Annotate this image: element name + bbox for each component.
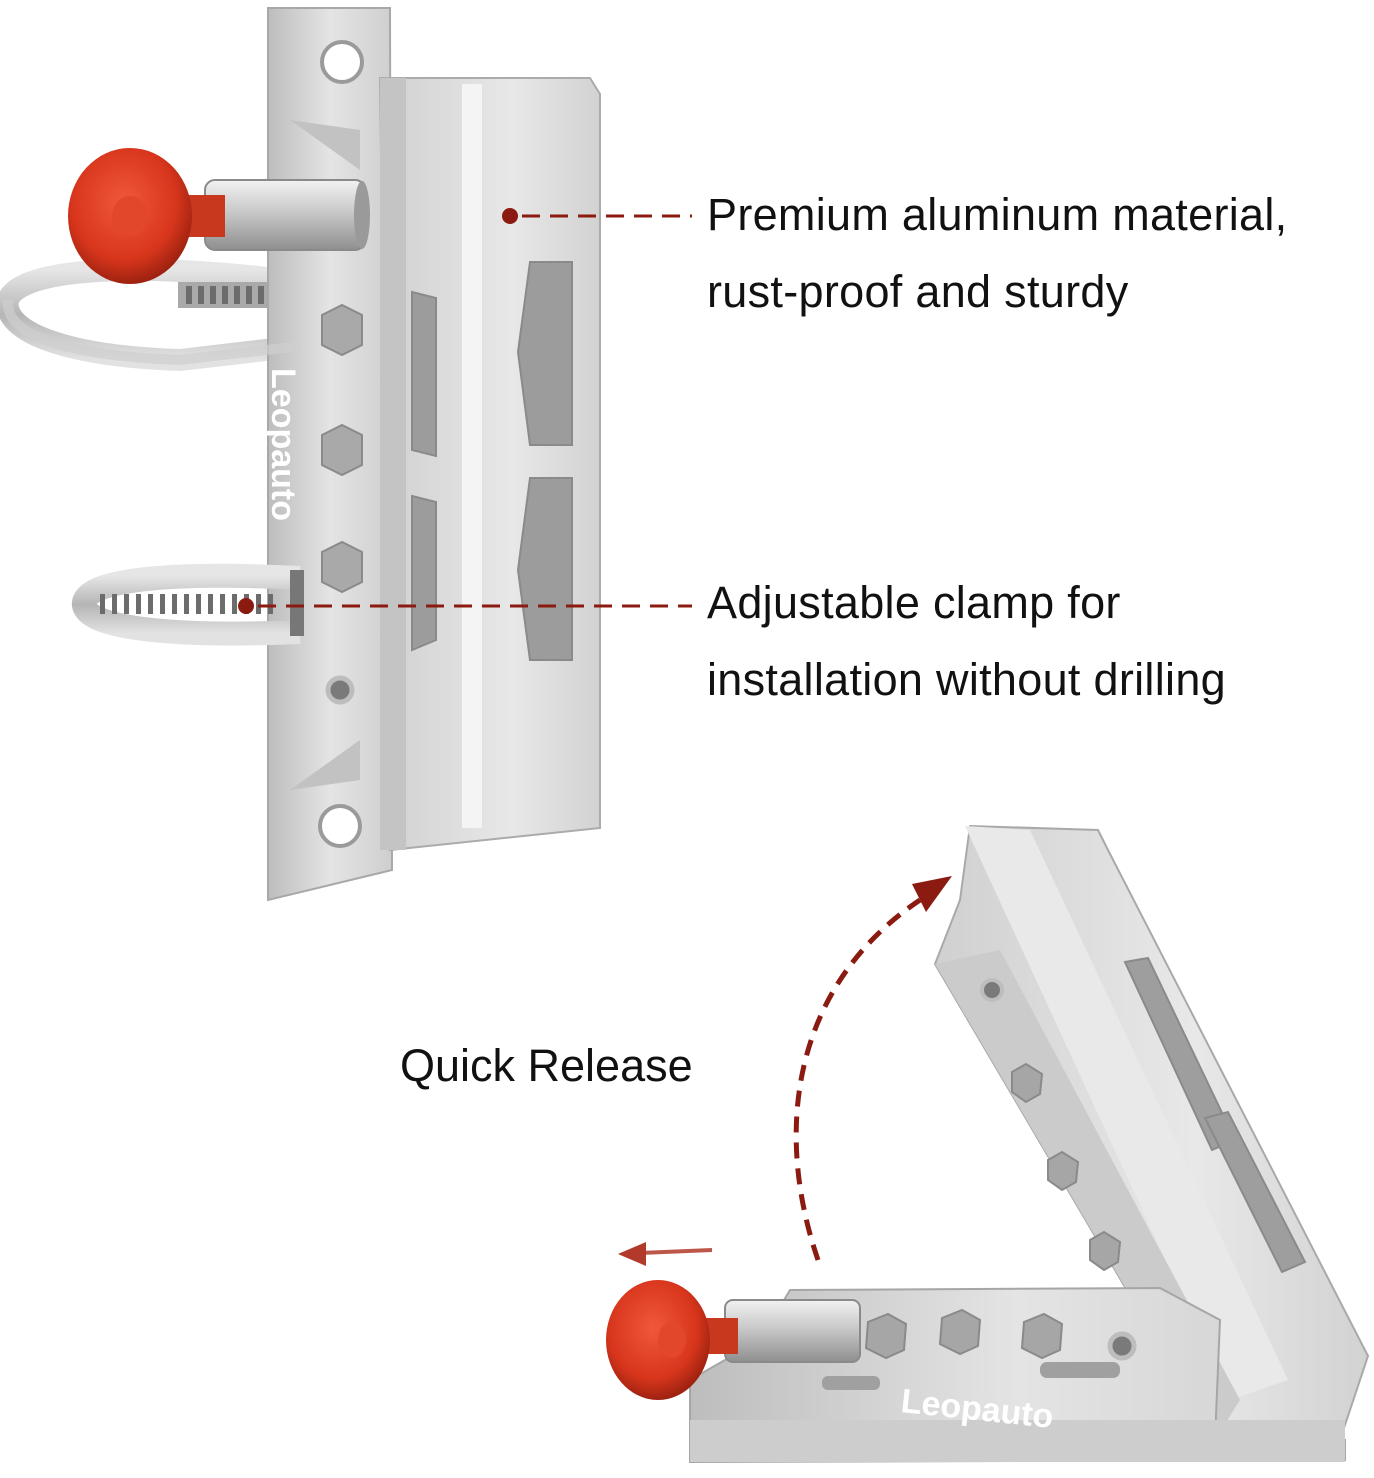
callout-clamp-line1: Adjustable clamp for [707,577,1121,628]
callout-material-line1: Premium aluminum material, [707,189,1288,240]
callout-material-line2: rust-proof and sturdy [707,266,1129,317]
callout-material: Premium aluminum material, rust-proof an… [707,176,1287,330]
upright-holder: Leopauto [0,7,601,902]
tilted-hex-holes [1011,1062,1122,1272]
hex-hole-column [321,303,363,594]
mounting-hole-top [320,40,364,84]
folded-holder: Leopauto [606,824,1370,1464]
lower-hose-clamp [72,563,304,646]
callout-clamp-line2: installation without drilling [707,654,1226,705]
base-hex-holes [864,1308,1064,1360]
callout-leader-lines [238,208,692,614]
hex-screw [325,675,355,705]
curved-arrow-icon [793,897,922,1261]
brand-logo-vertical: Leopauto [264,368,302,521]
quick-release-pin-bottom [606,1280,861,1400]
quick-release-arrows [618,876,952,1266]
curved-arrow-head-icon [912,876,952,912]
mounting-hole-bottom [318,804,362,848]
cradle-slots [411,261,573,661]
pull-arrow-head-icon [618,1242,646,1266]
quick-release-pin-top [68,148,370,284]
quick-release-label: Quick Release [400,1040,693,1091]
callout-clamp: Adjustable clamp for installation withou… [707,564,1226,718]
tilted-slots [1123,956,1307,1274]
